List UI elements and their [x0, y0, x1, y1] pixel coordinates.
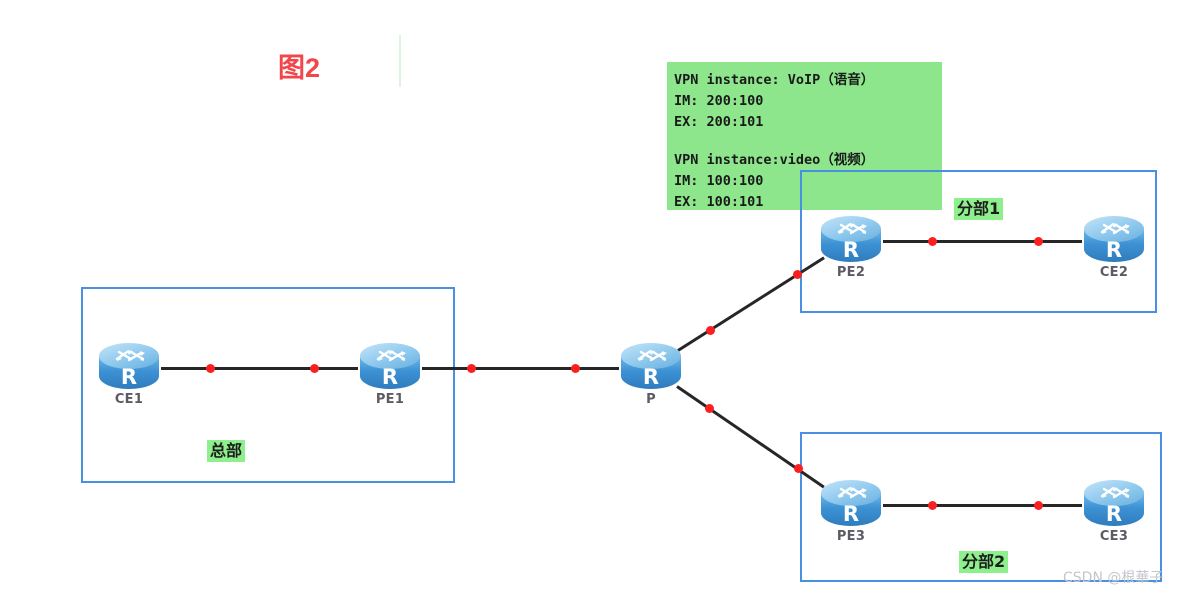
link-ce1-pe1	[161, 366, 358, 370]
vpn-video-export-rt: EX: 100:101	[674, 194, 764, 210]
router-node-p[interactable]: R P	[619, 342, 683, 407]
vpn-video-import-rt: IM: 100:100	[674, 173, 764, 189]
site-label-branch1: 分部1	[954, 198, 1004, 220]
vpn-voip-export-rt: EX: 200:101	[674, 114, 764, 130]
router-node-ce1[interactable]: R CE1	[97, 342, 161, 407]
router-icon: R	[819, 215, 883, 263]
vpn-voip-import-rt: IM: 200:100	[674, 93, 764, 109]
router-label-p: P	[646, 392, 656, 407]
link-pe1-p	[422, 366, 619, 370]
svg-text:R: R	[382, 365, 398, 389]
interface-dot	[466, 363, 476, 373]
interface-dot	[705, 325, 715, 335]
vpn-instance-note: VPN instance: VoIP（语音） IM: 200:100 EX: 2…	[667, 62, 942, 210]
site-label-headquarters: 总部	[207, 440, 246, 462]
router-icon: R	[358, 342, 422, 390]
svg-text:R: R	[643, 365, 659, 389]
interface-dot	[1033, 236, 1043, 246]
router-icon: R	[619, 342, 683, 390]
interface-dot	[310, 363, 320, 373]
router-node-pe2[interactable]: R PE2	[819, 215, 883, 280]
svg-text:R: R	[843, 502, 859, 526]
interface-dot	[928, 236, 938, 246]
router-icon: R	[1082, 215, 1146, 263]
site-box-branch2	[800, 432, 1162, 582]
vpn-voip-title: VPN instance: VoIP（语音）	[674, 72, 875, 88]
router-node-pe1[interactable]: R PE1	[358, 342, 422, 407]
interface-dot	[1033, 500, 1043, 510]
svg-text:R: R	[1106, 238, 1122, 262]
svg-text:R: R	[1106, 502, 1122, 526]
router-icon: R	[819, 479, 883, 527]
router-label-pe1: PE1	[375, 392, 405, 407]
router-icon: R	[1082, 479, 1146, 527]
svg-text:R: R	[121, 365, 137, 389]
router-label-pe3: PE3	[836, 529, 866, 544]
interface-dot	[793, 270, 803, 280]
site-box-headquarters	[81, 287, 455, 483]
interface-dot	[571, 363, 581, 373]
link-pe3-ce3	[883, 503, 1082, 507]
vpn-video-title: VPN instance:video（视频）	[674, 152, 875, 168]
router-label-pe2: PE2	[836, 265, 866, 280]
decorative-vertical-line	[399, 35, 401, 87]
note-spacer	[674, 133, 942, 150]
link-pe2-ce2	[883, 239, 1082, 243]
router-label-ce1: CE1	[114, 392, 144, 407]
router-label-ce3: CE3	[1099, 529, 1129, 544]
figure-title: 图2	[278, 53, 321, 83]
interface-dot	[705, 403, 715, 413]
router-node-ce3[interactable]: R CE3	[1082, 479, 1146, 544]
router-label-ce2: CE2	[1099, 265, 1129, 280]
interface-dot	[928, 500, 938, 510]
site-box-branch1	[800, 170, 1157, 313]
interface-dot	[205, 363, 215, 373]
csdn-watermark: CSDN @根華子	[1063, 570, 1164, 586]
router-node-pe3[interactable]: R PE3	[819, 479, 883, 544]
svg-text:R: R	[843, 238, 859, 262]
site-label-branch2: 分部2	[959, 551, 1009, 573]
router-icon: R	[97, 342, 161, 390]
interface-dot	[793, 464, 803, 474]
router-node-ce2[interactable]: R CE2	[1082, 215, 1146, 280]
